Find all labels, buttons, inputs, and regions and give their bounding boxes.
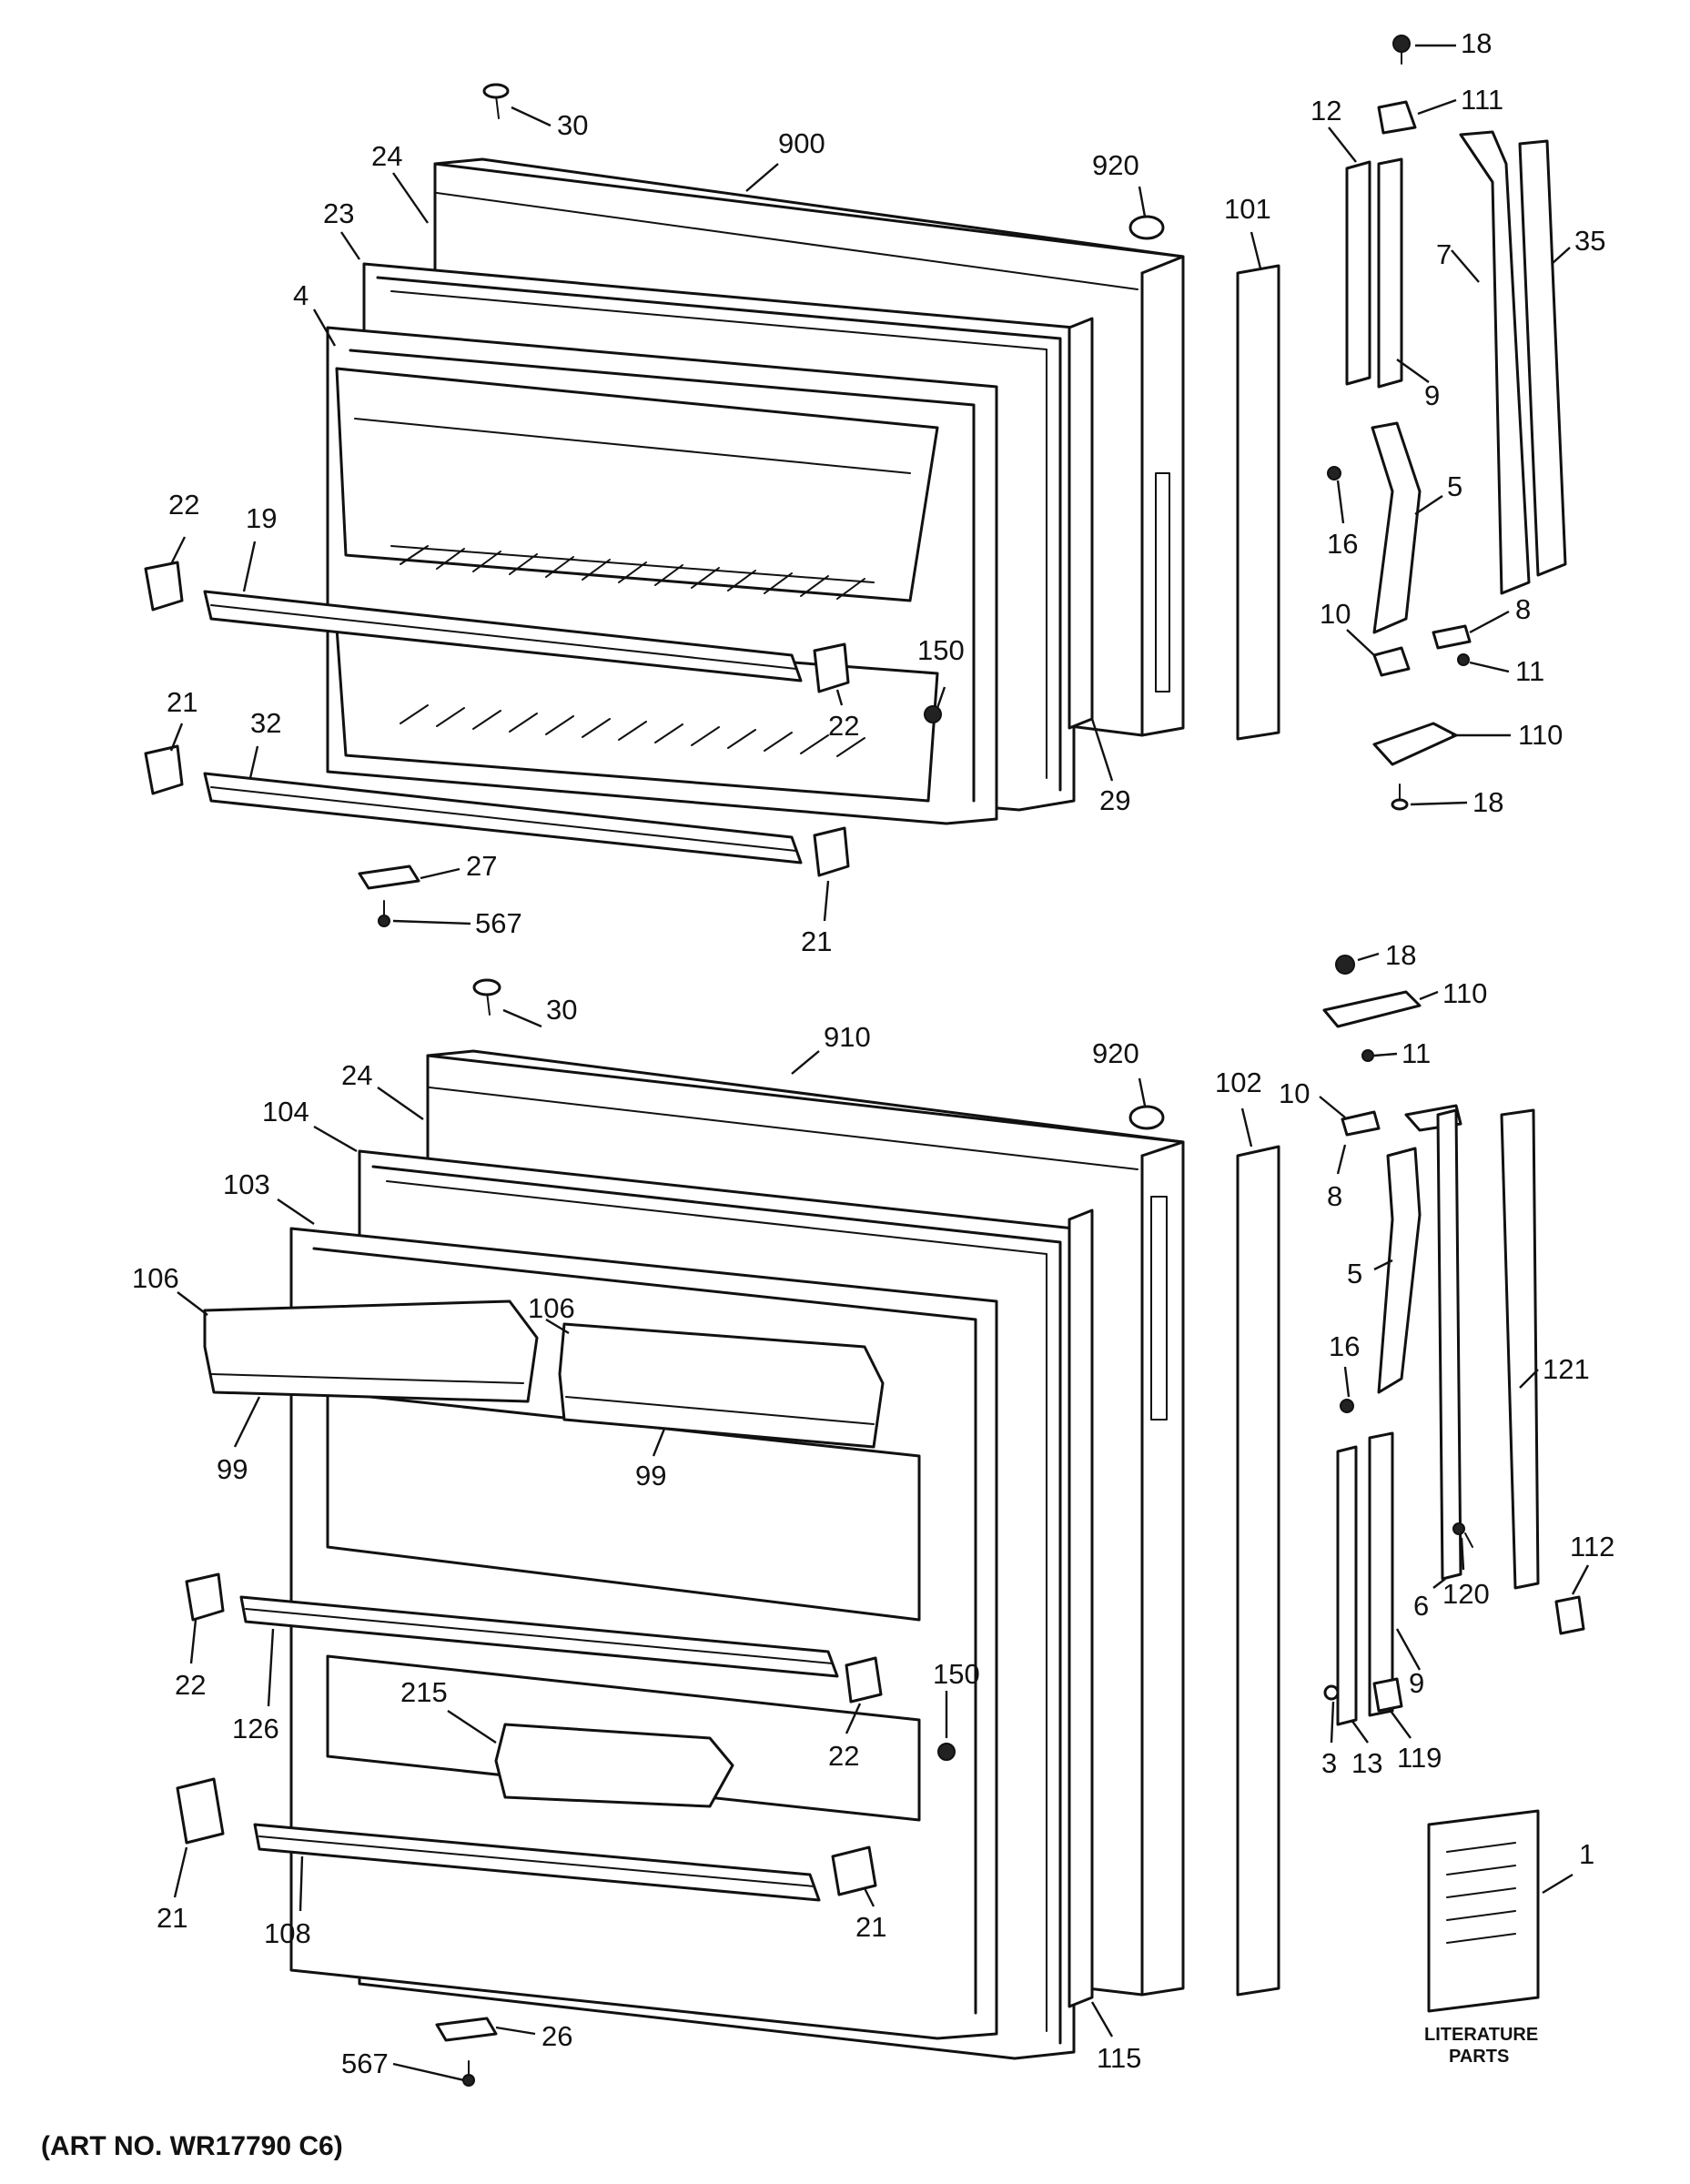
callout-22-fresh-right: 22	[828, 1740, 859, 1772]
callout-3: 3	[1321, 1747, 1337, 1779]
callout-35: 35	[1574, 225, 1605, 257]
callout-121: 121	[1543, 1353, 1590, 1385]
callout-18-freezer-top: 18	[1461, 27, 1492, 59]
callout-26: 26	[541, 2020, 572, 2052]
callout-9-freezer: 9	[1424, 379, 1440, 411]
callout-22-freezer-right: 22	[828, 710, 859, 742]
callout-150-freezer: 150	[917, 634, 965, 666]
callout-9-fresh: 9	[1409, 1667, 1424, 1699]
callout-8-fresh: 8	[1327, 1180, 1342, 1212]
callout-900: 900	[778, 127, 825, 159]
callout-21-freezer-left: 21	[167, 686, 197, 718]
callout-24-freezer: 24	[371, 140, 402, 172]
callout-567-freezer: 567	[475, 907, 522, 939]
freezer-door-assembly	[144, 83, 1280, 927]
callout-119: 119	[1397, 1742, 1442, 1774]
callout-910: 910	[824, 1021, 871, 1053]
callout-30-fresh: 30	[546, 994, 577, 1026]
callout-12: 12	[1311, 95, 1341, 126]
callout-22-freezer-left: 22	[168, 489, 199, 521]
callout-106-mid: 106	[528, 1292, 575, 1324]
fresh-food-hinge-callouts: 18 110 11 10 8 5 16 121 120 6 112 9 3 13…	[1279, 939, 1614, 1870]
callout-16-freezer: 16	[1327, 528, 1358, 560]
callout-19: 19	[246, 502, 277, 534]
callout-5-freezer: 5	[1447, 470, 1462, 502]
callout-16-fresh: 16	[1329, 1330, 1360, 1362]
callout-6: 6	[1413, 1590, 1429, 1622]
callout-18-freezer-bottom: 18	[1472, 786, 1503, 818]
callout-5-fresh: 5	[1347, 1258, 1362, 1289]
callout-110-freezer: 110	[1518, 719, 1563, 751]
callout-7: 7	[1436, 238, 1452, 270]
callout-30-freezer: 30	[557, 109, 588, 141]
callout-102: 102	[1215, 1067, 1262, 1098]
callout-21-fresh-right: 21	[855, 1911, 886, 1943]
callout-108: 108	[264, 1917, 311, 1949]
callout-99-left: 99	[217, 1453, 248, 1485]
callout-21-fresh-left: 21	[157, 1902, 187, 1934]
callout-22-fresh-left: 22	[175, 1669, 206, 1701]
callout-18-fresh: 18	[1385, 939, 1416, 971]
callout-120: 120	[1442, 1578, 1490, 1610]
callout-150-fresh: 150	[933, 1658, 980, 1690]
callout-4: 4	[293, 279, 309, 311]
fresh-food-hinge-assembly	[1322, 955, 1585, 2013]
callout-32: 32	[250, 707, 281, 739]
callout-110-fresh: 110	[1442, 977, 1487, 1009]
freezer-door-callouts: 30 900 920 101 24 23 4 22 19 22 150 21 3…	[167, 109, 1271, 957]
callout-920-fresh: 920	[1092, 1037, 1139, 1069]
callout-11-fresh: 11	[1402, 1037, 1431, 1069]
callout-106-left: 106	[132, 1262, 179, 1294]
callout-21-freezer-right: 21	[801, 925, 832, 957]
freezer-hinge-assembly	[1327, 35, 1567, 811]
callout-27: 27	[466, 850, 497, 882]
callout-111: 111	[1461, 84, 1503, 116]
callout-104: 104	[262, 1096, 309, 1127]
callout-1: 1	[1579, 1838, 1594, 1870]
callout-101: 101	[1224, 193, 1271, 225]
freezer-hinge-callouts: 18 111 12 7 35 9 16 5 10 8 11 110 18	[1311, 27, 1605, 818]
leader-lines	[169, 44, 1590, 2082]
fresh-food-door-assembly	[176, 978, 1280, 2087]
callout-10-freezer: 10	[1320, 598, 1351, 630]
art-number: (ART NO. WR17790 C6)	[41, 2131, 343, 2161]
callout-115: 115	[1097, 2042, 1141, 2074]
callout-920-freezer: 920	[1092, 149, 1139, 181]
callout-112: 112	[1570, 1531, 1614, 1562]
callout-567-fresh: 567	[341, 2048, 389, 2079]
literature-caption-line2: PARTS	[1449, 2047, 1509, 2067]
callout-23: 23	[323, 197, 354, 229]
callout-10-fresh: 10	[1279, 1077, 1310, 1109]
callout-29: 29	[1099, 784, 1130, 816]
callout-103: 103	[223, 1168, 270, 1200]
callout-13: 13	[1351, 1747, 1382, 1779]
callout-24-fresh: 24	[341, 1059, 372, 1091]
callout-99-mid: 99	[635, 1460, 666, 1491]
callout-11-freezer: 11	[1515, 655, 1544, 687]
literature-caption-line1: LITERATURE	[1424, 2025, 1538, 2045]
callout-8-freezer: 8	[1515, 593, 1531, 625]
callout-215: 215	[400, 1676, 448, 1708]
callout-126: 126	[232, 1713, 279, 1744]
fresh-food-door-callouts: 30 910 920 102 24 104 103 106 106 99 99 …	[132, 994, 1262, 2079]
